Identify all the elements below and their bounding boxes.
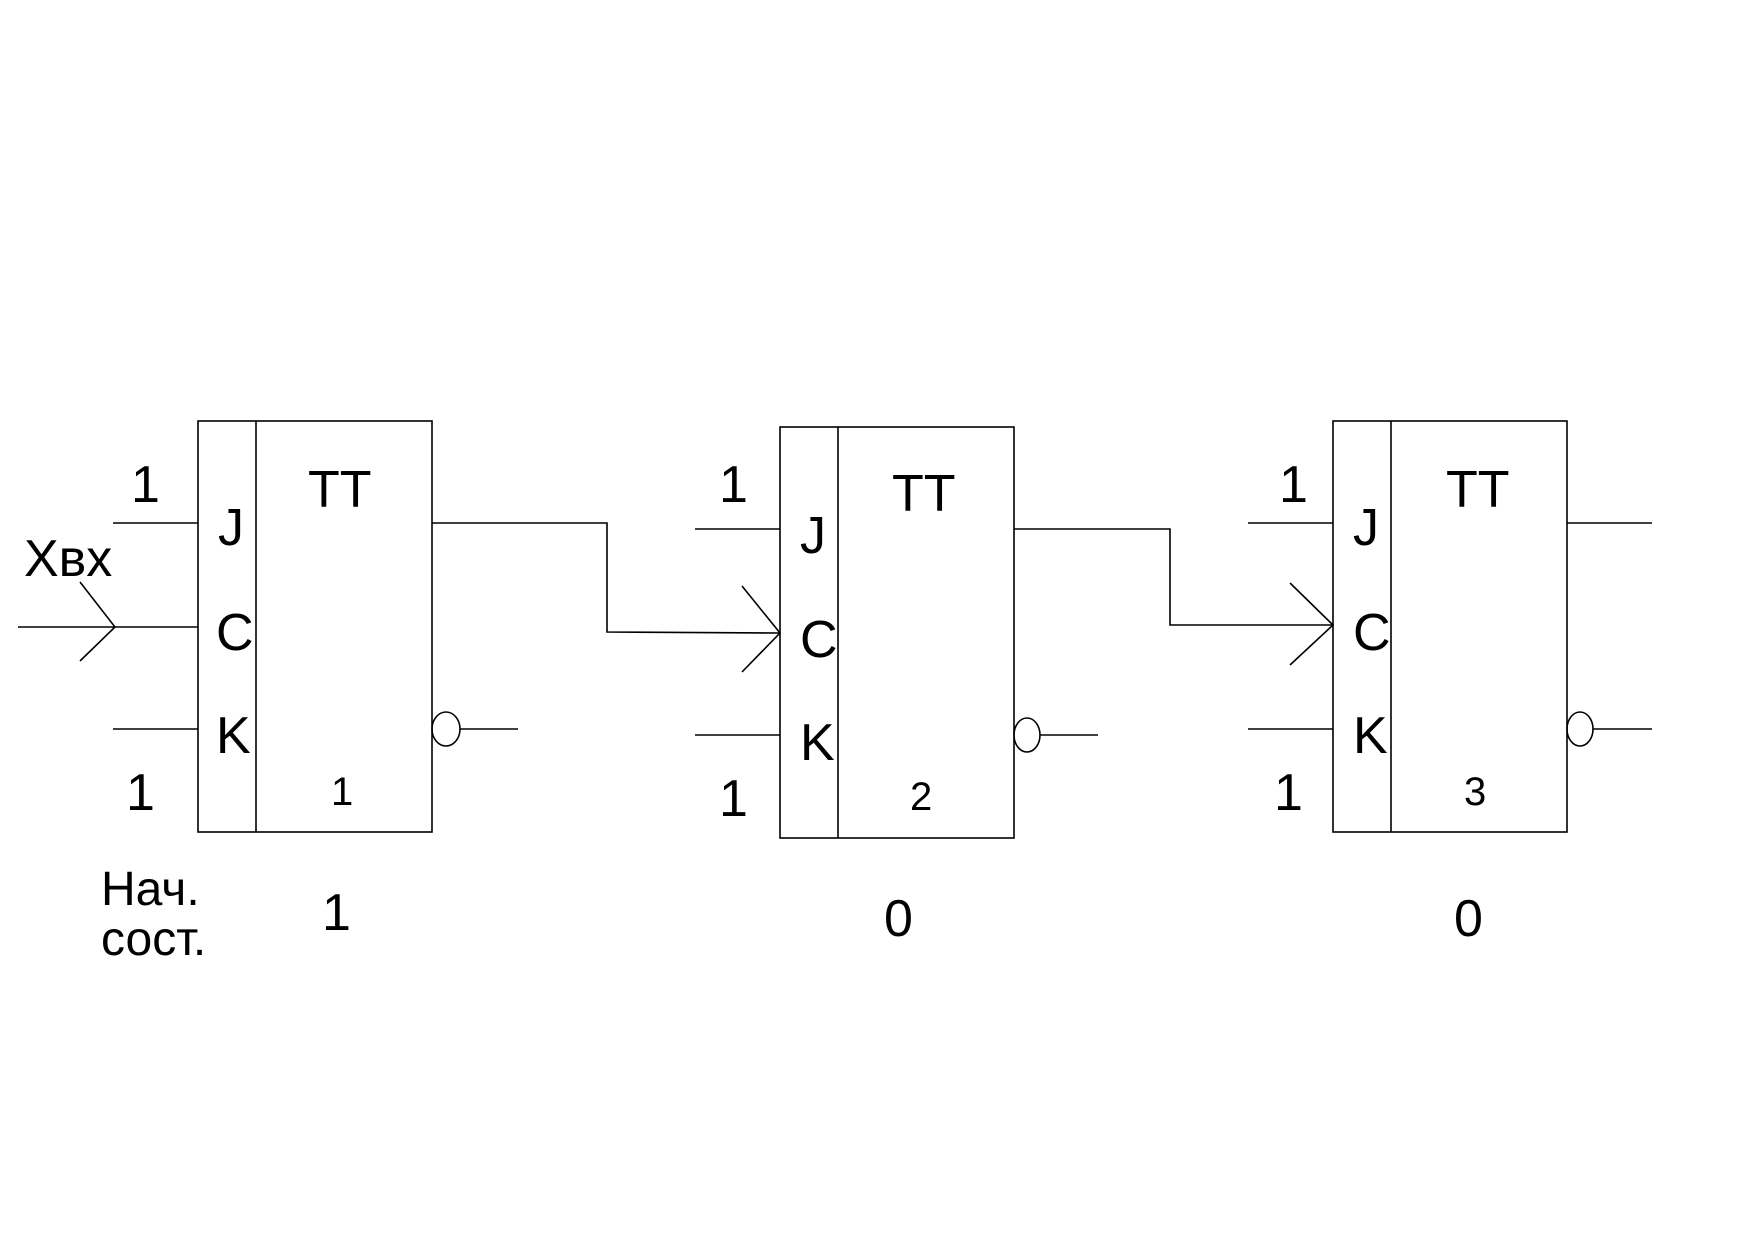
trigger-2-clock-arrow	[741, 585, 782, 673]
initial-state-label-line-1: Нач.	[101, 863, 200, 916]
trigger-2-body	[779, 426, 1015, 839]
trigger-1-number: 1	[331, 770, 353, 814]
trigger-3-body	[1332, 420, 1568, 833]
trigger-2-j-value: 1	[719, 456, 748, 514]
input-arrow	[79, 581, 117, 662]
trigger-3-j-value: 1	[1279, 456, 1308, 514]
connection-1-to-2	[432, 522, 781, 634]
trigger-1-pin-k: K	[216, 707, 251, 765]
trigger-2-inverted-output-bubble	[1013, 717, 1041, 753]
trigger-2-number: 2	[910, 775, 932, 819]
trigger-3-pin-c: C	[1353, 604, 1391, 662]
trigger-1-initial-state: 1	[322, 884, 351, 942]
trigger-1-body	[197, 420, 433, 833]
trigger-1: TT J C K 1 1 1 1	[113, 420, 518, 942]
trigger-3-pin-j: J	[1353, 499, 1379, 557]
trigger-3-inverted-output-bubble	[1566, 711, 1594, 747]
trigger-2: TT J C K 2 1 1 0	[695, 426, 1098, 948]
trigger-3-pin-k: K	[1353, 707, 1388, 765]
trigger-3: TT J C K 3 1 1 0	[1248, 420, 1652, 948]
trigger-3-number: 3	[1464, 770, 1486, 814]
trigger-3-clock-arrow	[1289, 582, 1335, 666]
trigger-1-type-label: TT	[308, 461, 372, 519]
trigger-1-pin-j: J	[218, 499, 244, 557]
trigger-2-type-label: TT	[892, 465, 956, 523]
trigger-3-type-label: TT	[1446, 461, 1510, 519]
input-label: Xвх	[24, 530, 112, 588]
trigger-3-initial-state: 0	[1454, 890, 1483, 948]
trigger-1-j-value: 1	[131, 456, 160, 514]
trigger-1-k-value: 1	[126, 764, 155, 822]
trigger-2-pin-c: C	[800, 611, 838, 669]
trigger-1-pin-c: C	[216, 604, 254, 662]
trigger-2-initial-state: 0	[884, 890, 913, 948]
trigger-2-k-value: 1	[719, 770, 748, 828]
trigger-1-inverted-output-bubble	[431, 711, 461, 747]
trigger-3-k-value: 1	[1274, 764, 1303, 822]
trigger-2-pin-k: K	[800, 714, 835, 772]
initial-state-label-line-2: сост.	[101, 913, 206, 966]
connection-2-to-3	[1014, 528, 1333, 626]
trigger-2-pin-j: J	[800, 507, 826, 565]
